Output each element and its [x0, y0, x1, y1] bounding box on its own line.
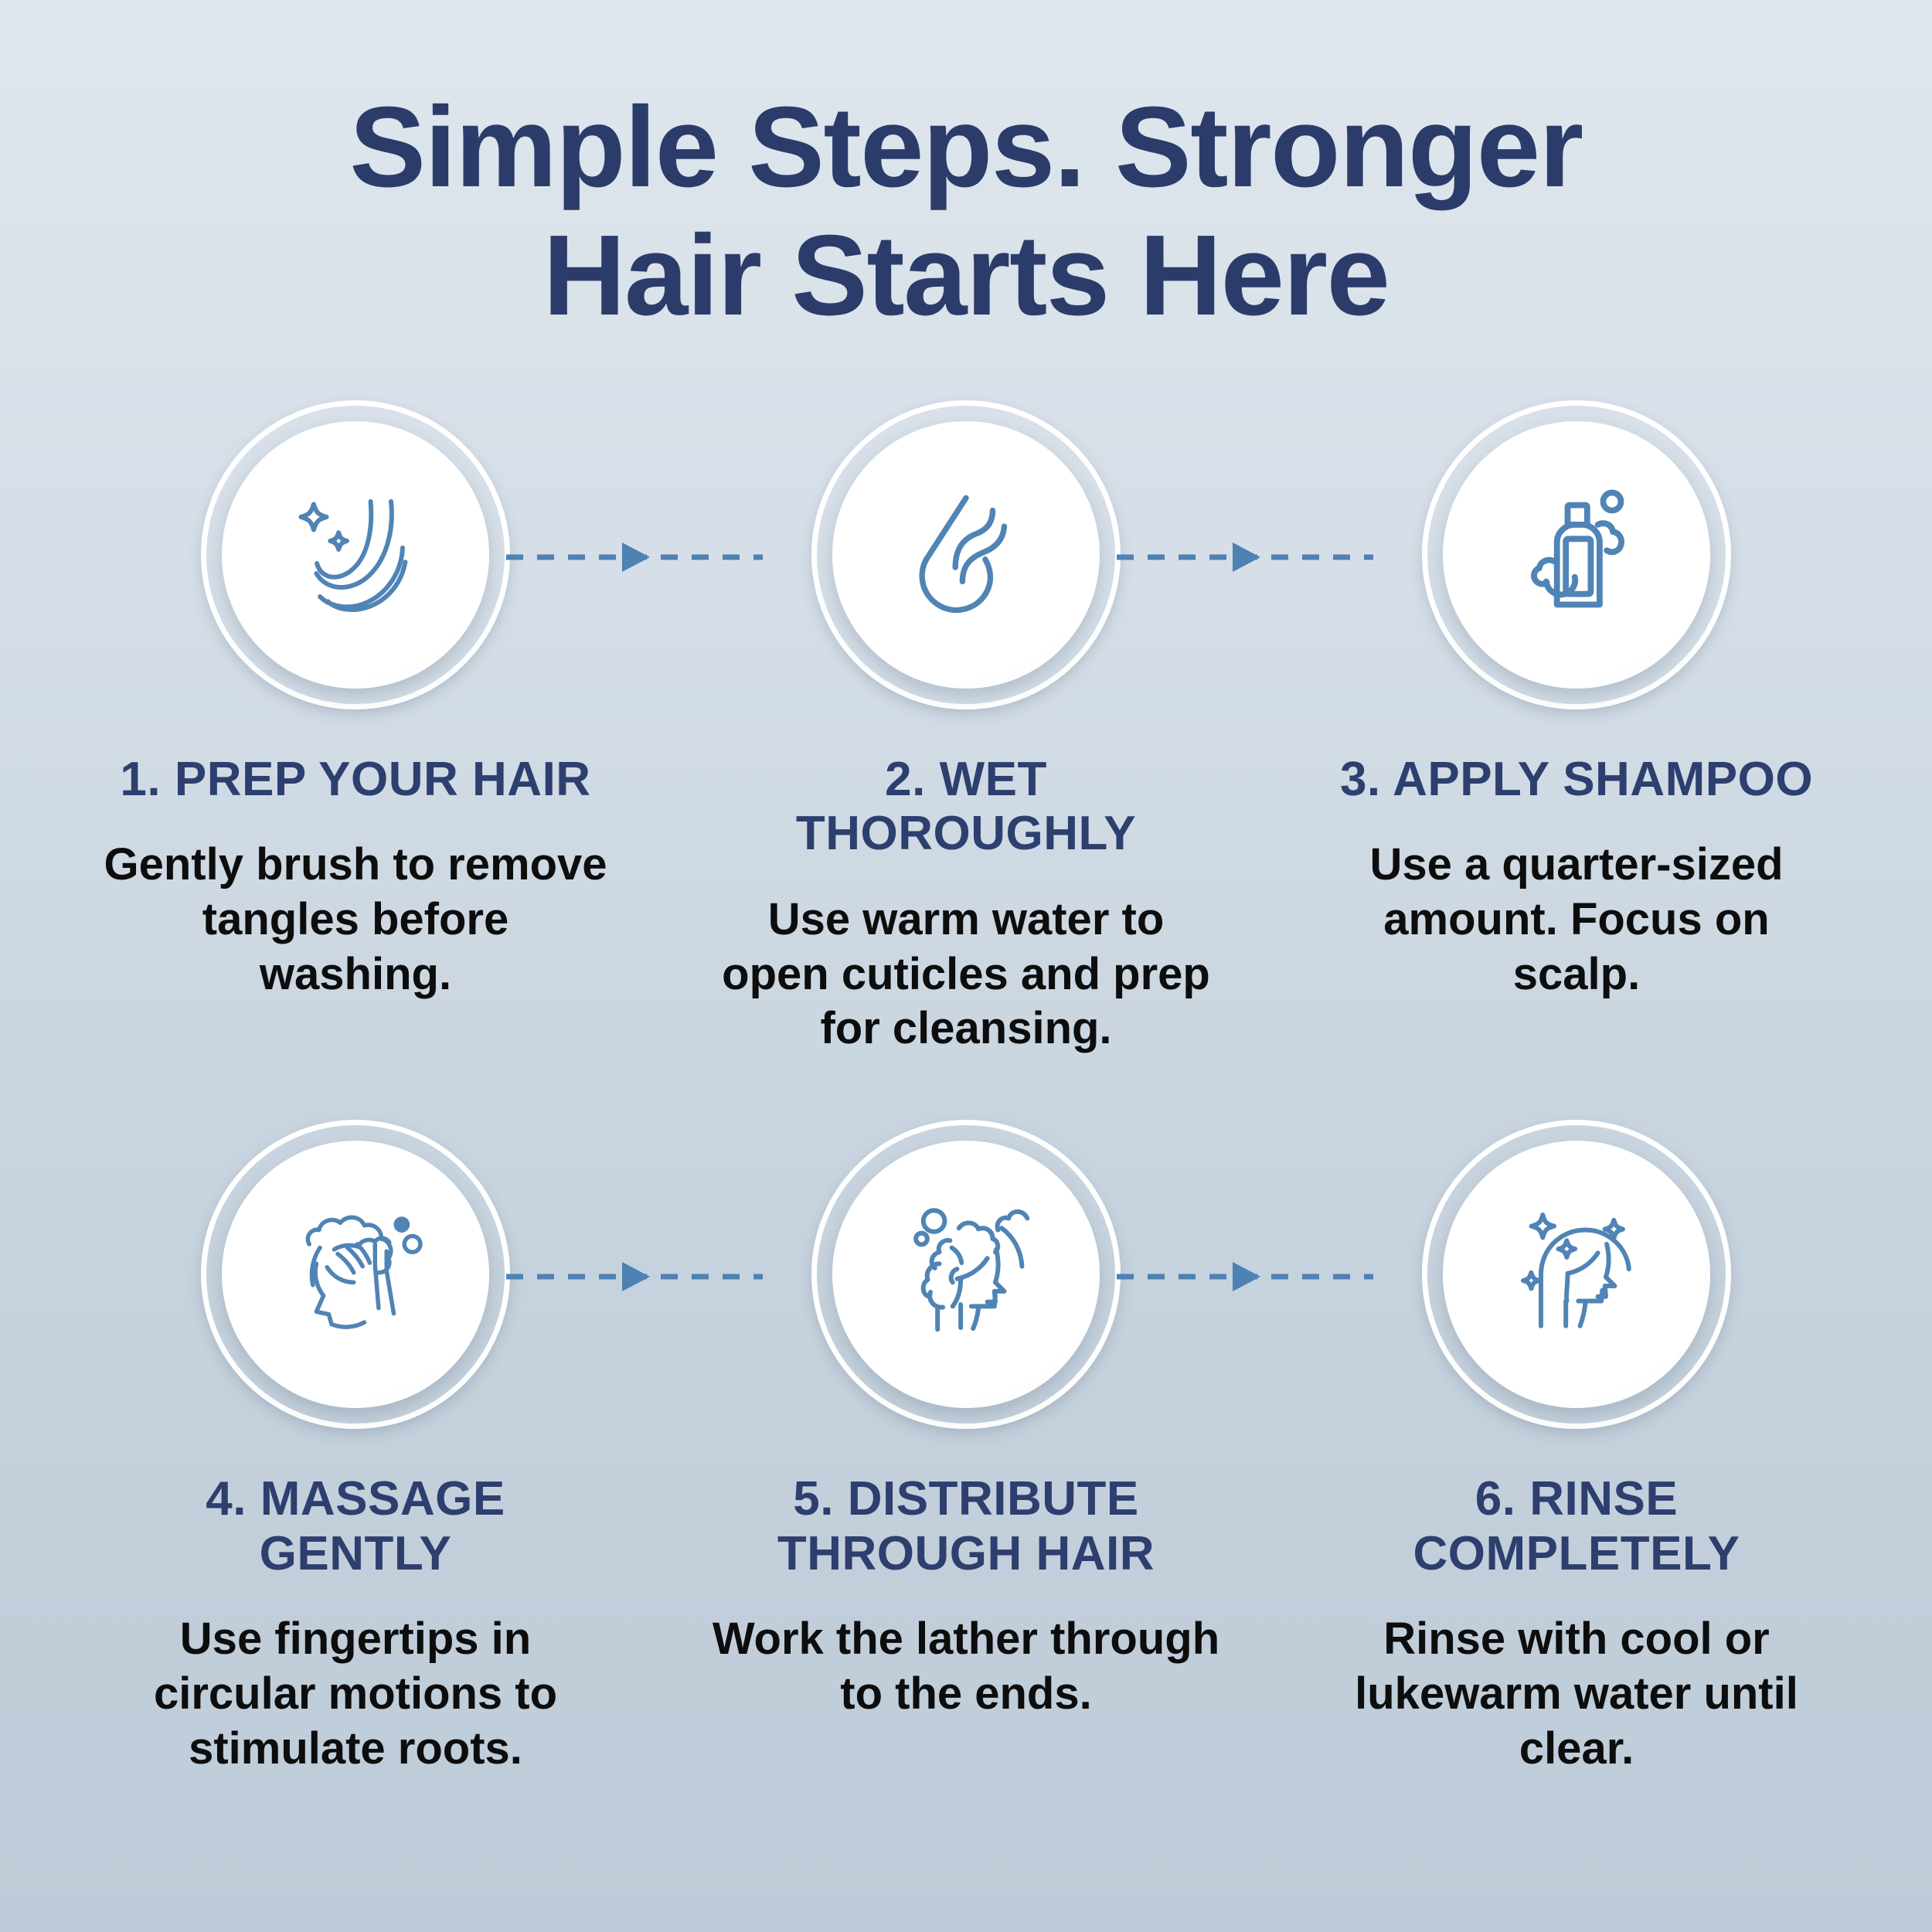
step-1-inner-circle	[222, 420, 489, 689]
clean-head-sparkle-icon	[1521, 1213, 1631, 1328]
head-profile-lather-icon	[913, 1208, 1030, 1332]
hand-massaging-lather-head-icon	[305, 1215, 423, 1329]
step-2-description: Use warm water to open cuticles and prep…	[722, 893, 1210, 1054]
page-title-line-1: Simple Steps. Stronger	[349, 83, 1583, 211]
step-6-icon-circle	[1422, 1120, 1731, 1430]
step-3-inner-circle	[1443, 420, 1710, 689]
step-card-5: 5. DISTRIBUTE THROUGH HAIR Work the lath…	[661, 1120, 1271, 1722]
step-card-4: 4. MASSAGE GENTLY Use fingertips in circ…	[50, 1120, 661, 1777]
step-card-1: 1. PREP YOUR HAIR Gently brush to remove…	[50, 400, 661, 1002]
step-1-icon-circle	[201, 400, 510, 709]
flowing-hair-sparkle-icon	[298, 498, 408, 612]
arrow-step5-to-step6	[1117, 1257, 1373, 1296]
step-3-title: 3. APPLY SHAMPOO	[1339, 752, 1814, 806]
step-5-description: Work the lather through to the ends.	[712, 1614, 1220, 1719]
step-6-inner-circle	[1443, 1141, 1710, 1409]
arrow-step1-to-step2	[506, 538, 763, 577]
step-3-outer-ring	[1422, 400, 1731, 709]
step-1-description: Gently brush to remove tangles before wa…	[104, 839, 607, 999]
step-2-inner-circle	[832, 420, 1100, 689]
step-5-icon-circle	[811, 1120, 1121, 1430]
step-4-title: 4. MASSAGE GENTLY	[206, 1472, 505, 1580]
shampoo-bottle-bubbles-icon	[1531, 489, 1624, 607]
step-2-title: 2. WET THOROUGHLY	[795, 752, 1137, 861]
step-6-title: 6. RINSE COMPLETELY	[1413, 1472, 1740, 1580]
step-1-title: 1. PREP YOUR HAIR	[120, 752, 591, 806]
step-6-outer-ring	[1422, 1120, 1731, 1430]
step-card-6: 6. RINSE COMPLETELY Rinse with cool or l…	[1271, 1120, 1882, 1777]
page-title: Simple Steps. Stronger Hair Starts Here	[0, 0, 1932, 340]
step-5-inner-circle	[832, 1141, 1100, 1409]
steps-row-bottom: 4. MASSAGE GENTLY Use fingertips in circ…	[0, 1120, 1932, 1777]
step-4-icon-circle	[201, 1120, 510, 1430]
step-card-2: 2. WET THOROUGHLY Use warm water to open…	[661, 400, 1271, 1057]
arrow-step4-to-step5	[506, 1257, 763, 1296]
step-4-inner-circle	[222, 1141, 489, 1409]
step-3-description: Use a quarter-sized amount. Focus on sca…	[1369, 839, 1784, 999]
water-droplet-hair-icon	[919, 495, 1008, 613]
step-4-description: Use fingertips in circular motions to st…	[153, 1614, 558, 1774]
steps-row-top: 1. PREP YOUR HAIR Gently brush to remove…	[0, 400, 1932, 1057]
step-3-icon-circle	[1422, 400, 1731, 709]
step-6-description: Rinse with cool or lukewarm water until …	[1355, 1614, 1798, 1774]
step-card-3: 3. APPLY SHAMPOO Use a quarter-sized amo…	[1271, 400, 1882, 1002]
page-title-line-2: Hair Starts Here	[543, 211, 1390, 339]
step-5-title: 5. DISTRIBUTE THROUGH HAIR	[777, 1472, 1155, 1580]
arrow-step2-to-step3	[1117, 538, 1373, 577]
step-2-icon-circle	[811, 400, 1121, 709]
